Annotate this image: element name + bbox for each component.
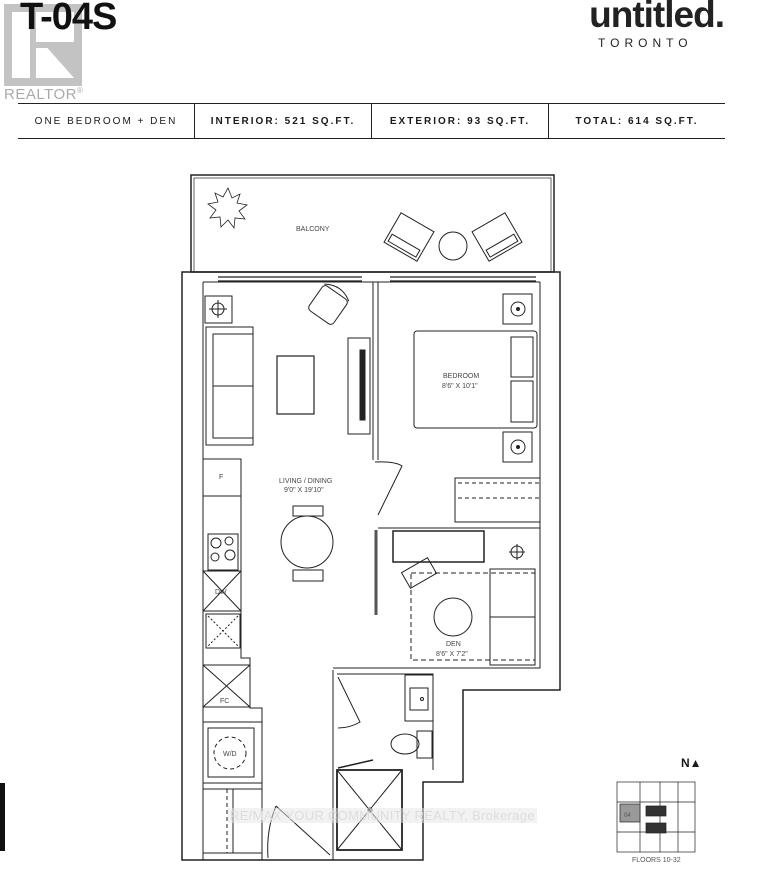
- brand-logo: untitled.: [589, 0, 725, 35]
- den-crosshair-icon: [509, 544, 525, 560]
- desk-chair: [400, 557, 438, 589]
- nightstand-top: [502, 293, 533, 325]
- exterior-wall: [181, 271, 561, 861]
- windows: [218, 276, 536, 282]
- den-sofa: [489, 568, 536, 666]
- keyplan-unit-label: 04: [624, 813, 631, 819]
- dining-table: [280, 505, 334, 582]
- balcony: BALCONY: [190, 174, 555, 273]
- den-rug: [410, 572, 536, 661]
- bathroom-door: [337, 676, 361, 729]
- fridge: F: [202, 458, 242, 497]
- den-wall: [333, 527, 541, 669]
- svg-text:F: F: [219, 474, 223, 481]
- kitchen-sink: [205, 613, 241, 649]
- interior-area: INTERIOR: 521 SQ.FT.: [194, 104, 371, 138]
- stove-icon: [207, 533, 239, 571]
- armchair: [308, 283, 350, 325]
- realtor-logo: [4, 4, 82, 86]
- svg-text:FC: FC: [220, 698, 229, 705]
- nightstand-bottom: [502, 431, 533, 463]
- sofa: [205, 326, 254, 446]
- brand-city: TORONTO: [598, 36, 693, 50]
- interior-wall: [240, 648, 263, 860]
- bedroom-label: BEDROOM: [443, 373, 479, 380]
- balcony-label: BALCONY: [296, 226, 330, 233]
- living-size: 9'0" X 19'10": [284, 487, 324, 494]
- brokerage-watermark: RE/MAX YOUR COMMUNITY REALTY, Brokerage: [228, 808, 537, 823]
- fireplace-icon: [204, 295, 233, 324]
- balcony-chair-right: [471, 212, 523, 262]
- unit-title: T-04S: [20, 0, 117, 38]
- den-size: 8'6" X 7'2": [436, 651, 468, 658]
- north-arrow: N▲: [681, 756, 702, 770]
- bedroom-size: 8'6" X 10'1": [442, 383, 478, 390]
- partition-wall: [372, 282, 379, 460]
- linen-closet: FC: [202, 664, 251, 708]
- coffee-table: [276, 355, 315, 415]
- living-label: LIVING / DINING: [279, 478, 332, 485]
- unit-type: ONE BEDROOM + DEN: [34, 115, 178, 127]
- bedroom-closet: [454, 477, 541, 523]
- den-label: DEN: [446, 641, 461, 648]
- unit-specs-bar: ONE BEDROOM + DEN INTERIOR: 521 SQ.FT. E…: [18, 103, 725, 139]
- shower-glass: [337, 759, 374, 769]
- total-area: TOTAL: 614 SQ.FT.: [548, 104, 725, 138]
- plant-icon: [207, 187, 248, 230]
- svg-text:W/D: W/D: [223, 751, 237, 758]
- balcony-chair-left: [383, 212, 435, 262]
- dishwasher: DW: [202, 570, 242, 612]
- balcony-table: [438, 231, 468, 261]
- desk: [392, 530, 485, 563]
- left-edge-bar: [0, 783, 5, 851]
- bedroom-door: [374, 461, 403, 516]
- den-table: [433, 597, 473, 637]
- realtor-logo-text: REALTOR®: [4, 86, 84, 103]
- vanity-sink: [404, 674, 434, 722]
- floors-label: FLOORS 10-32: [632, 857, 681, 864]
- tv-unit: [347, 337, 371, 435]
- bed: [413, 330, 538, 429]
- washer-dryer: W/D: [202, 721, 263, 784]
- exterior-area: EXTERIOR: 93 SQ.FT.: [371, 104, 548, 138]
- bathroom-wall: [332, 670, 434, 860]
- keyplan: 04: [616, 781, 696, 853]
- toilet: [390, 730, 433, 759]
- svg-text:DW: DW: [215, 589, 227, 596]
